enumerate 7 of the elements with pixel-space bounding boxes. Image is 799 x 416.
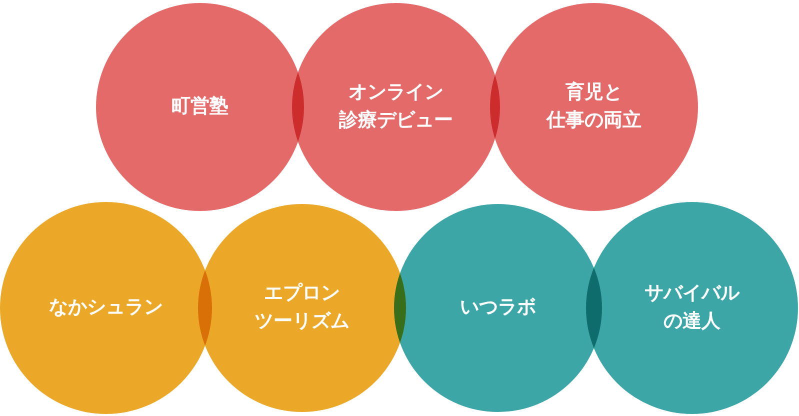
circle-label: いつラボ: [460, 295, 536, 320]
circle-label: オンライン診療デビュー: [339, 80, 453, 133]
circle-label: サバイバルの達人: [644, 281, 740, 334]
circle-label: 町営塾: [172, 94, 228, 120]
circle-label: なかシュラン: [49, 295, 163, 320]
circle-label: 育児と仕事の両立: [546, 80, 642, 133]
circle-label: エプロンツーリズム: [254, 281, 350, 334]
